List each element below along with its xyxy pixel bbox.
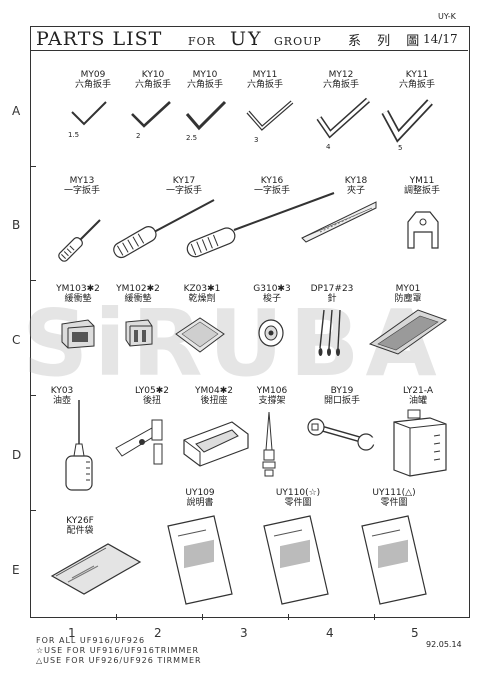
row-label-e: E [12, 563, 20, 577]
column-divider-tick [288, 614, 289, 620]
hex-key-size: 5 [398, 144, 403, 152]
hex-key-size: 4 [326, 143, 331, 151]
desiccant-pack-icon [175, 317, 225, 353]
part-ym04: YM04✱2 後扭座 [195, 386, 233, 406]
sheet-frame [30, 26, 470, 618]
part-kz03: KZ03✱1 乾燥劑 [183, 284, 221, 304]
medium-screwdriver-icon [113, 199, 215, 259]
accessory-bag-icon [50, 543, 142, 595]
hex-key-3-icon [246, 100, 294, 131]
rubber-cushion-small-icon [125, 319, 153, 347]
knee-lifter-base-icon [183, 421, 249, 467]
row-divider-tick [30, 280, 36, 281]
footer-note-triangle: △USE FOR UF926/UF926 TIRMMER [36, 656, 202, 665]
row-label-d: D [12, 448, 22, 462]
column-label-4: 4 [326, 626, 334, 640]
tweezers-icon [301, 201, 377, 243]
part-g310: G310✱3 梭子 [253, 284, 291, 304]
title-chinese: 系 列 圖 [348, 34, 426, 49]
oil-can-icon [65, 400, 93, 491]
part-my10: MY10 六角扳手 [186, 70, 223, 90]
hex-key-size: 3 [254, 136, 259, 144]
column-divider-tick [116, 614, 117, 620]
hex-key-2-icon [131, 101, 171, 128]
open-end-wrench-icon [307, 418, 375, 451]
part-ky17: KY17 一字扳手 [165, 176, 202, 196]
title: PARTS LIST [36, 28, 163, 50]
group-code: UY [230, 28, 263, 50]
row-divider-tick [30, 510, 36, 511]
column-label-3: 3 [240, 626, 248, 640]
row-divider-tick [30, 395, 36, 396]
part-uy110: UY110(☆) 零件圖 [275, 488, 321, 508]
footer-date: 92.05.14 [426, 640, 462, 649]
part-my12: MY12 六角扳手 [322, 70, 359, 90]
column-label-1: 1 [68, 626, 76, 640]
adjusting-wrench-icon [407, 211, 439, 249]
bobbin-icon [258, 319, 284, 347]
group-word: GROUP [274, 35, 322, 48]
column-divider-tick [202, 614, 203, 620]
rubber-cushion-icon [61, 319, 95, 349]
hex-key-2-5-icon [185, 100, 227, 131]
title-bar: PARTS LIST FOR UY GROUP 系 列 圖 14/17 [30, 26, 468, 51]
small-screwdriver-icon [58, 219, 101, 262]
row-label-c: C [12, 333, 21, 347]
part-ym106: YM106 支撐架 [256, 386, 288, 406]
footer-note-all: FOR ALL UF916/UF926 [36, 636, 146, 645]
part-ky18: KY18 夾子 [344, 176, 368, 196]
part-uy111: UY111(△) 零件圖 [372, 488, 416, 508]
part-ky16: KY16 一字扳手 [253, 176, 290, 196]
part-ky26f: KY26F 配件袋 [66, 516, 94, 536]
hex-key-4-icon [316, 97, 371, 139]
instruction-manual-icon [167, 515, 233, 605]
row-label-a: A [12, 104, 21, 118]
oil-tank-icon [393, 409, 447, 477]
footer-note-star: ☆USE FOR UF916/UF916TRIMMER [36, 646, 200, 655]
parts-book-icon [263, 515, 329, 605]
hex-key-size: 2 [136, 132, 141, 140]
parts-book-icon [361, 515, 427, 605]
corner-code: UY-K [438, 12, 456, 21]
column-label-2: 2 [154, 626, 162, 640]
head-support-icon [262, 411, 276, 477]
hex-key-size: 1.5 [68, 131, 80, 139]
page-number: 14/17 [423, 32, 458, 46]
part-uy109: UY109 說明書 [185, 488, 215, 508]
part-ly05: LY05✱2 後扭 [134, 386, 170, 406]
part-my13: MY13 一字扳手 [63, 176, 100, 196]
hex-key-5-icon [381, 99, 433, 143]
title-for: FOR [188, 35, 216, 48]
dust-cover-icon [368, 309, 448, 355]
hex-key-size: 2.5 [186, 134, 198, 142]
part-ym103: YM103✱2 緩衝墊 [56, 284, 100, 304]
part-ym11: YM11 調整扳手 [403, 176, 440, 196]
column-label-5: 5 [411, 626, 419, 640]
part-dp17: DP17#23 針 [310, 284, 354, 304]
needles-icon [318, 309, 341, 356]
row-label-b: B [12, 218, 21, 232]
part-my01: MY01 防塵罩 [394, 284, 422, 304]
part-ym102: YM102✱2 緩衝墊 [116, 284, 160, 304]
hex-key-1-5-icon [71, 101, 107, 126]
row-divider-tick [30, 166, 36, 167]
part-ky11: KY11 六角扳手 [398, 70, 435, 90]
part-my09: MY09 六角扳手 [74, 70, 111, 90]
part-ky10: KY10 六角扳手 [134, 70, 171, 90]
column-divider-tick [374, 614, 375, 620]
part-ky03: KY03 油壺 [50, 386, 74, 406]
knee-lifter-icon [115, 419, 163, 465]
part-my11: MY11 六角扳手 [246, 70, 283, 90]
part-by19: BY19 開口扳手 [323, 386, 360, 406]
long-screwdriver-icon [186, 192, 335, 258]
part-ly21: LY21-A 油罐 [403, 386, 433, 406]
